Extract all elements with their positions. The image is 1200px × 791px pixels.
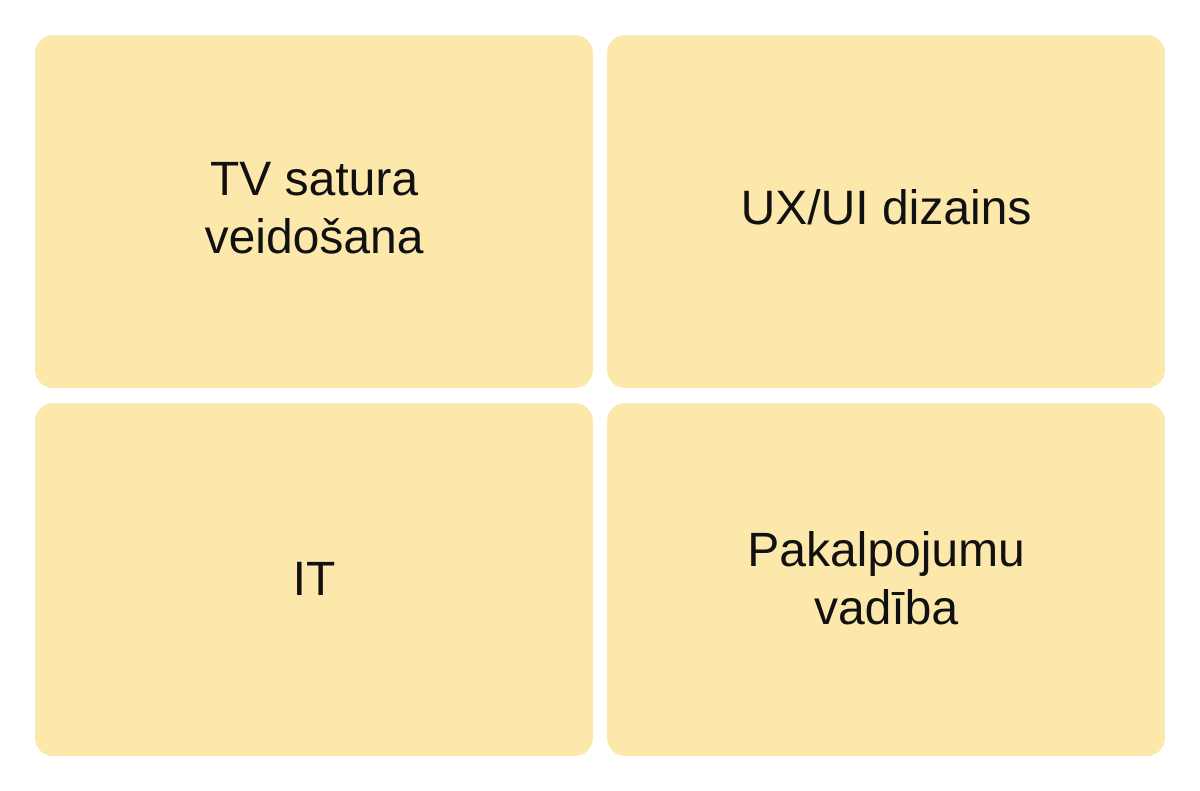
category-card-it[interactable]: IT — [35, 403, 593, 756]
category-label: IT — [292, 552, 336, 606]
category-label: Pakalpojumu vadība — [747, 523, 1025, 635]
category-label: TV satura veidošana — [204, 152, 424, 264]
category-card-ux-ui-design[interactable]: UX/UI dizains — [607, 35, 1165, 388]
category-card-service-management[interactable]: Pakalpojumu vadība — [607, 403, 1165, 756]
category-grid: TV satura veidošana UX/UI dizains IT Pak… — [35, 35, 1165, 756]
category-card-tv-content[interactable]: TV satura veidošana — [35, 35, 593, 388]
category-label: UX/UI dizains — [740, 181, 1032, 235]
